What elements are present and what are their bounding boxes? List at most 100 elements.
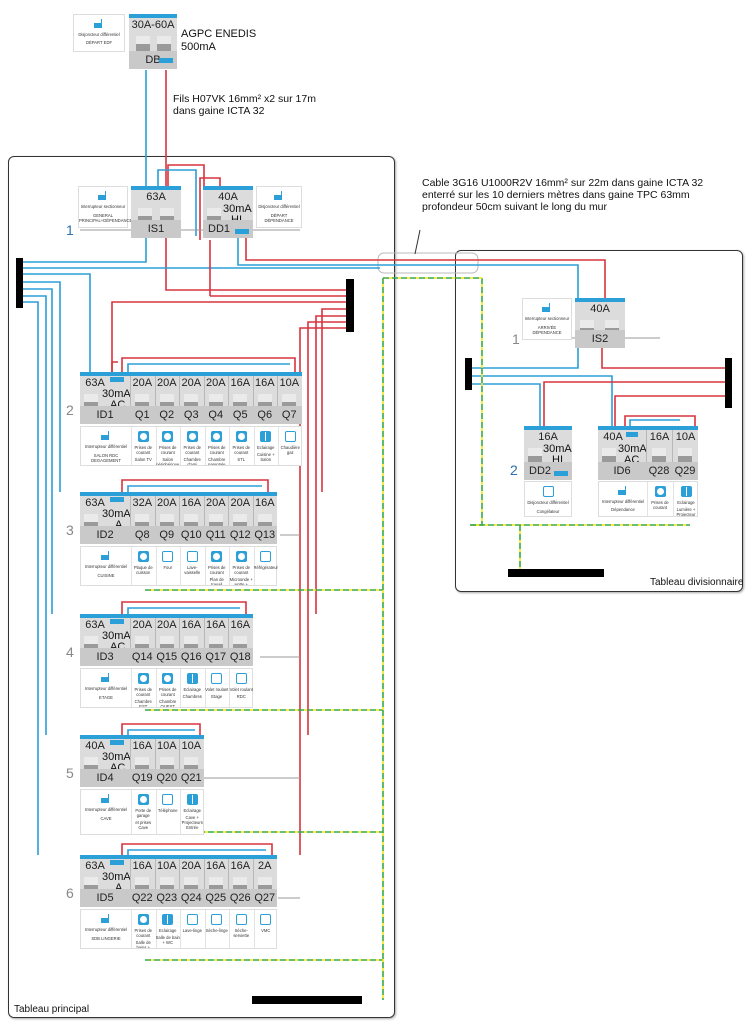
breaker-id: Q13	[254, 529, 276, 541]
row-number: 1	[66, 222, 74, 238]
test-button[interactable]	[110, 377, 124, 382]
test-button[interactable]	[110, 740, 124, 745]
toggle[interactable]	[157, 36, 171, 52]
breaker-id: Q1	[134, 409, 150, 421]
circuit-label: Plaque de cuisson	[131, 547, 157, 585]
toggle[interactable]	[136, 36, 150, 52]
test-button[interactable]	[110, 497, 124, 502]
earth-wire-sub	[470, 524, 690, 575]
differential-icon	[100, 431, 112, 441]
dd1-info-card: Disjoncteur différentiel DÉPART DÉPENDAN…	[256, 186, 302, 228]
row-number: 2	[66, 402, 74, 418]
socket-icon	[162, 673, 174, 684]
differential-icon	[100, 794, 112, 804]
breaker-id: Q10	[180, 529, 202, 541]
is1-main-switch[interactable]: 63A IS1	[131, 186, 181, 238]
appliance-icon	[186, 914, 198, 925]
breaker-id: Q20	[156, 772, 178, 784]
test-button[interactable]	[159, 58, 173, 63]
socket-icon	[211, 431, 223, 442]
light-icon	[162, 914, 174, 925]
appliance-icon	[235, 673, 247, 684]
db-info-card: Disjoncteur différentiel DÉPART EDF	[73, 14, 125, 52]
breaker-id: Q14	[131, 651, 153, 663]
appliance-icon	[162, 794, 174, 805]
socket-icon	[211, 551, 223, 562]
socket-icon	[235, 551, 247, 562]
breaker-id: Q22	[131, 892, 153, 904]
id6-label-card: Interrupteur différentiel Dépendance Pri…	[598, 481, 698, 517]
test-button[interactable]	[235, 229, 249, 234]
socket-icon	[137, 794, 149, 805]
is2-switch[interactable]: 40A IS2	[575, 298, 625, 348]
toggle[interactable]	[602, 448, 616, 464]
toggle[interactable]	[678, 448, 692, 464]
breaker-id: Q7	[281, 409, 297, 421]
appliance-icon	[235, 914, 247, 925]
circuit-label: Four	[156, 547, 181, 585]
socket-icon	[137, 551, 149, 562]
dd2-breaker[interactable]: 16A 30mA HI DD2	[524, 426, 572, 480]
breaker-icon	[93, 19, 105, 29]
switch-icon	[97, 191, 109, 201]
test-button[interactable]	[110, 619, 124, 624]
sub-cable-note: Cable 3G16 U1000R2V 16mm² sur 22m dans g…	[422, 177, 704, 213]
breaker-id: Q3	[183, 409, 199, 421]
breaker-id: Q4	[208, 409, 224, 421]
socket-icon	[235, 431, 247, 442]
circuit-label: Sèche-linge	[205, 910, 230, 948]
main-panel-label: Tableau principal	[14, 1004, 90, 1015]
toggle[interactable]	[652, 448, 666, 464]
differential-icon	[100, 673, 112, 683]
test-button[interactable]	[554, 471, 568, 476]
row-number: 4	[66, 644, 74, 660]
row-number: 6	[66, 885, 74, 901]
toggle[interactable]	[528, 448, 542, 464]
breaker-id: Q6	[257, 409, 273, 421]
db-breaker[interactable]: 30A-60A DB	[129, 14, 177, 69]
appliance-icon	[211, 673, 223, 684]
id6-differential[interactable]: 40A 30mA AC 16A 10A ID6 Q28 Q29	[598, 426, 698, 480]
earth-bar-main	[252, 996, 362, 1004]
socket-icon	[137, 431, 149, 442]
sub-panel	[455, 250, 743, 592]
circuit-label: Téléphone	[156, 790, 181, 834]
socket-icon	[137, 673, 149, 684]
light-icon	[186, 794, 198, 805]
agpc-note: AGPC ENEDIS 500mA	[181, 28, 257, 53]
breaker-id: Q21	[180, 772, 202, 784]
appliance-icon	[284, 431, 296, 442]
appliance-icon	[260, 914, 272, 925]
appliance-icon	[162, 551, 174, 562]
differential-icon	[617, 486, 629, 496]
dd1-breaker[interactable]: 40A 30mA HI DD1	[203, 186, 253, 238]
phase-busbar-sub	[725, 358, 732, 408]
socket-icon	[162, 431, 174, 442]
test-button[interactable]	[110, 860, 124, 865]
sub-feed-phase	[245, 236, 606, 298]
sub-feed-neutral	[237, 236, 579, 298]
row-number: 2	[510, 462, 518, 478]
test-button[interactable]	[626, 432, 638, 437]
breaker-icon	[273, 191, 285, 201]
